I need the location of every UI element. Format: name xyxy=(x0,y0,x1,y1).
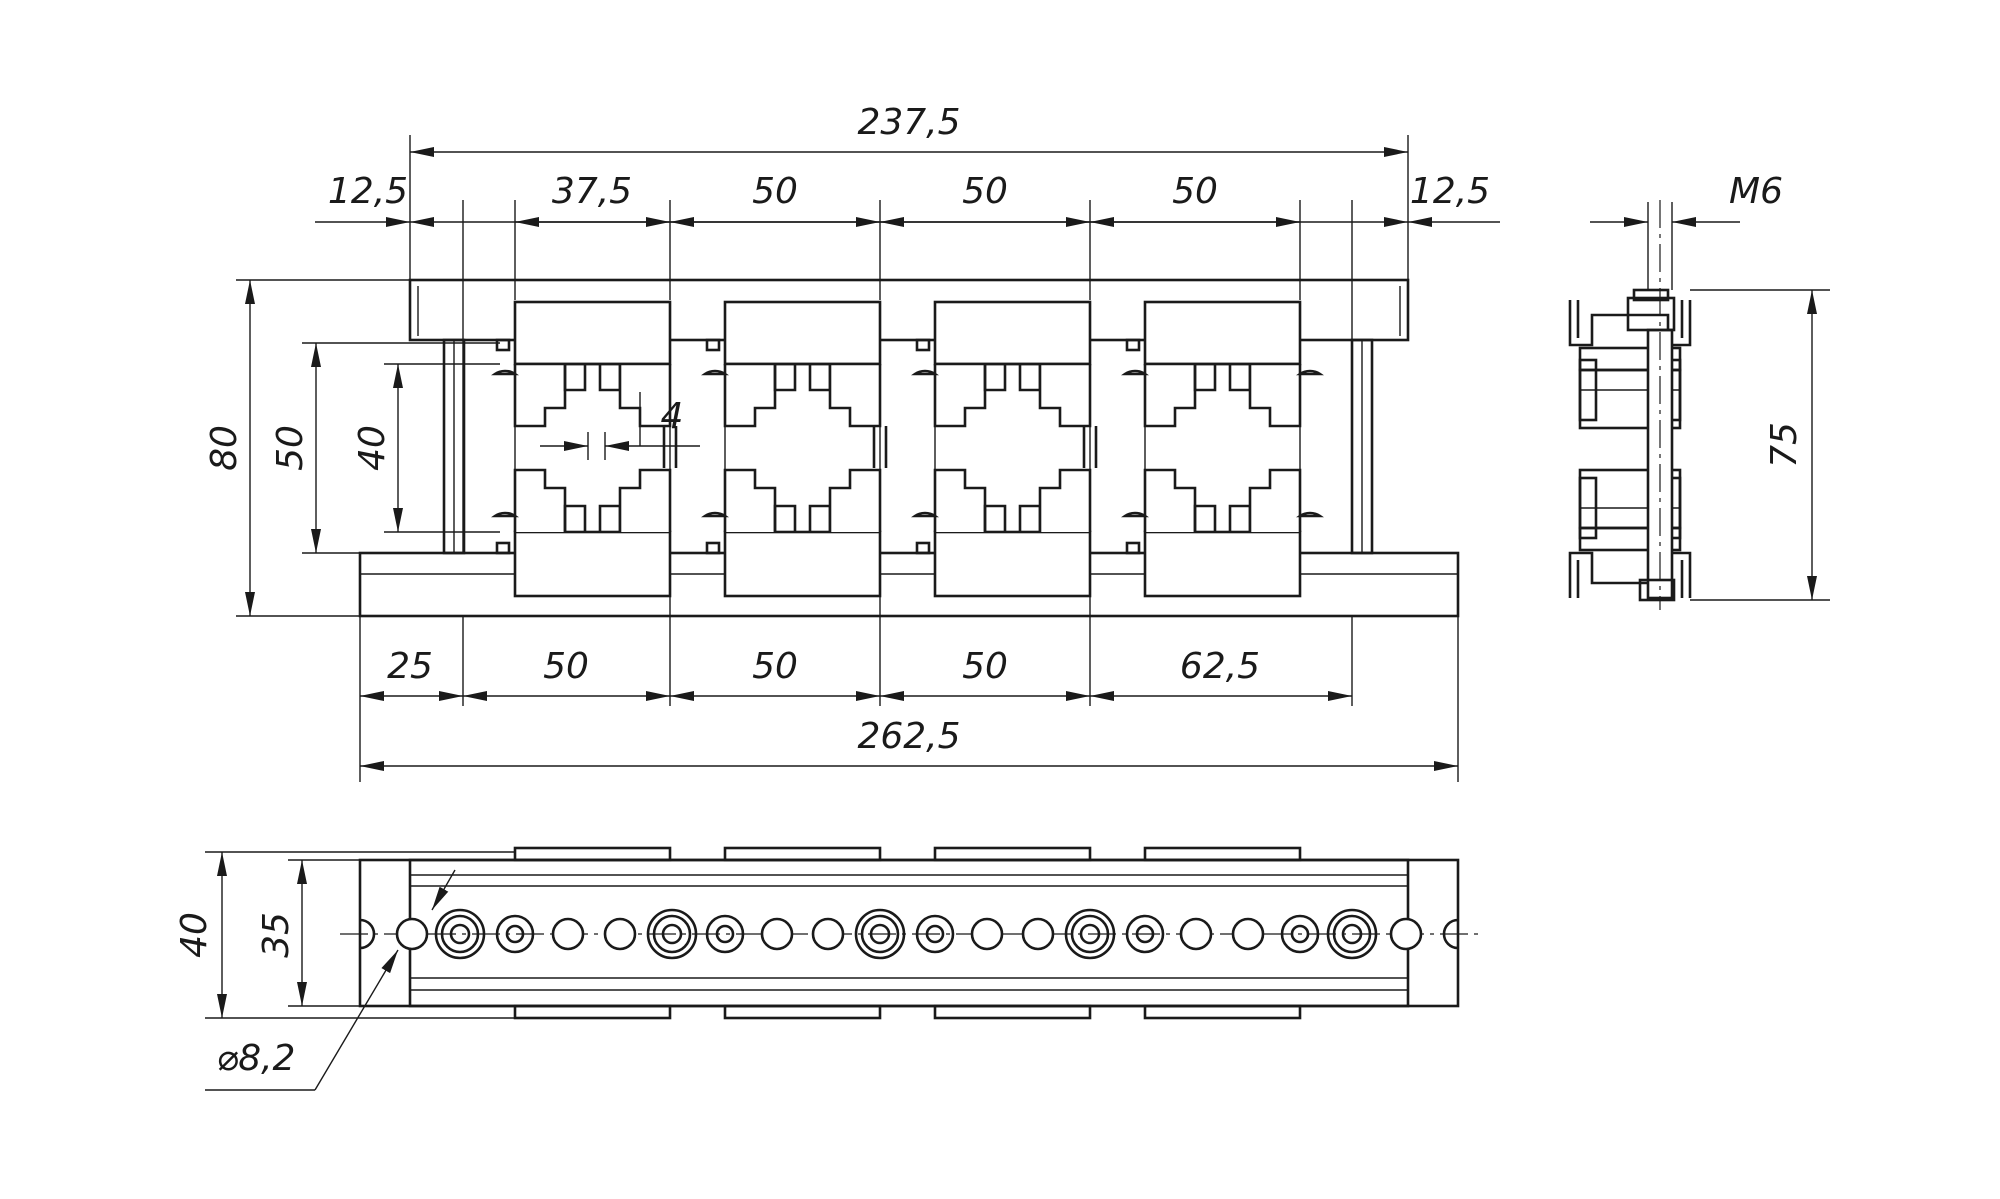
top-dimensions: 40 35 ⌀8,2 xyxy=(174,851,515,1091)
dim-top-height-outer: 40 xyxy=(174,912,215,958)
dim-overall-top: 237,5 xyxy=(857,102,960,143)
dim-bottom-1: 25 xyxy=(387,646,433,687)
dim-top-3: 50 xyxy=(752,171,798,212)
dim-side-height: 75 xyxy=(1764,422,1805,468)
dim-overall-bottom: 262,5 xyxy=(857,716,960,757)
dim-top-height-inner: 35 xyxy=(256,912,297,958)
dim-top-4: 50 xyxy=(962,171,1008,212)
front-view xyxy=(358,278,1460,618)
dim-height-inner: 40 xyxy=(352,425,393,471)
side-dimensions: M6 75 xyxy=(1590,171,1830,601)
dim-top-1: 12,5 xyxy=(328,171,408,212)
terminal-block xyxy=(911,300,1092,598)
dim-height-total: 80 xyxy=(204,425,245,471)
terminal-block xyxy=(701,300,882,598)
dim-bottom-2: 50 xyxy=(543,646,589,687)
dim-hole-diameter: ⌀8,2 xyxy=(217,1038,296,1079)
standoff-posts xyxy=(442,338,1374,555)
terminal-holes xyxy=(395,908,1423,960)
terminal-blocks xyxy=(491,300,1324,598)
dim-bottom-5: 62,5 xyxy=(1180,646,1260,687)
side-view xyxy=(1568,200,1692,610)
dim-top-2: 37,5 xyxy=(552,171,632,212)
dim-height-mid: 50 xyxy=(270,425,311,471)
dim-top-5: 50 xyxy=(1172,171,1218,212)
dim-bottom-4: 50 xyxy=(962,646,1008,687)
dim-thread: M6 xyxy=(1729,171,1783,212)
dim-top-6: 12,5 xyxy=(1410,171,1490,212)
top-view xyxy=(340,846,1478,1020)
dim-bottom-3: 50 xyxy=(752,646,798,687)
front-dimensions: 237,5 12,5 37,5 50 50 50 12,5 25 50 50 xyxy=(204,102,1500,782)
dim-gap: 4 xyxy=(661,396,684,437)
terminal-block xyxy=(1121,300,1324,598)
terminal-block xyxy=(491,300,672,598)
